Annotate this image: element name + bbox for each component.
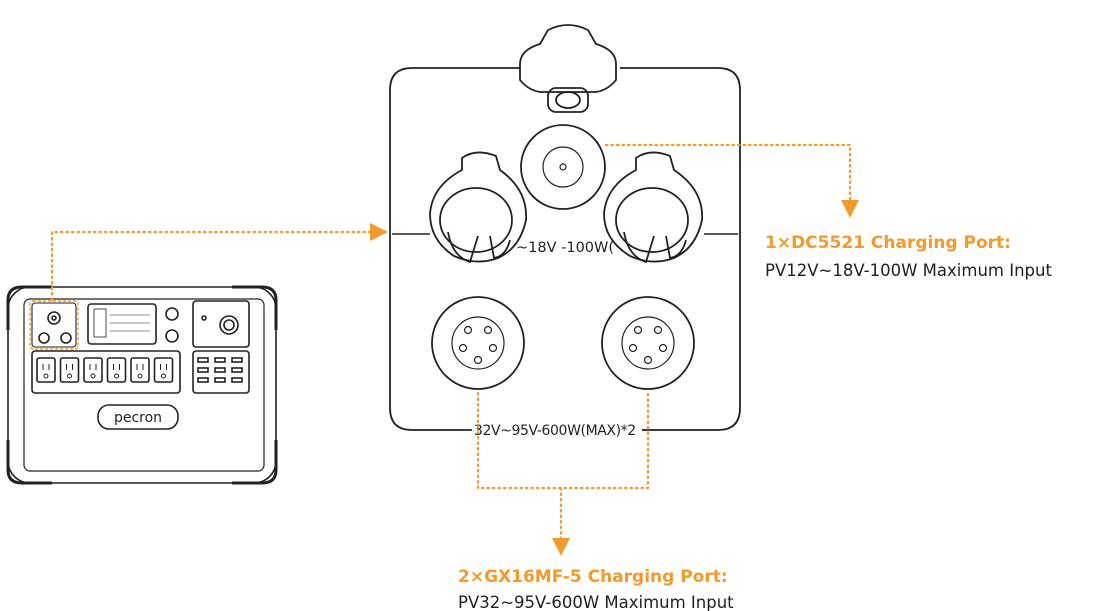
dc-callout-desc: PV12V~18V-100W Maximum Input (765, 261, 1052, 280)
power-station-body (7, 286, 277, 484)
dc-callout-title: 1×DC5521 Charging Port: (765, 233, 1011, 253)
ac-outlet-icon (83, 357, 103, 383)
ac-outlets (36, 357, 174, 383)
ac-outlet-icon (153, 357, 174, 383)
panel-dc-label: ~18V -100W( (516, 240, 614, 256)
gx-arrow-icon (552, 538, 570, 556)
right-rubber-cap (603, 151, 703, 264)
power-station (6, 285, 278, 485)
gx-callout-desc: PV32~95V-600W Maximum Input (458, 593, 734, 611)
dc-arrow-icon (841, 200, 859, 218)
ac-outlet-icon (36, 357, 56, 383)
logo-plate (97, 404, 179, 430)
gx-callout-title: 2×GX16MF-5 Charging Port: (458, 567, 728, 587)
car-port-mini (219, 315, 239, 335)
panel-gx-label: 32V~95V-600W(MAX)*2 (474, 423, 636, 439)
port-panel (389, 24, 741, 431)
power-button-mini (165, 307, 179, 321)
top-cap-connector (519, 24, 617, 113)
lcd-display (87, 303, 157, 345)
usb-panel (192, 350, 250, 394)
ac-button-mini (165, 329, 179, 343)
ac-outlet-icon (130, 357, 150, 383)
dc5521-port (520, 124, 606, 210)
input-highlight (29, 300, 79, 350)
dc-callout-line (604, 143, 852, 202)
brand-logo: pecron (114, 410, 162, 426)
ac-outlet-panel (31, 350, 181, 394)
gx16-port-left (431, 296, 525, 390)
gx-port-mini-2 (60, 332, 72, 344)
arrow-heads (370, 200, 859, 556)
gx16-port-right (601, 296, 695, 390)
left-rubber-cap (429, 151, 527, 264)
callout-connectors (50, 143, 852, 542)
panel-arrow-icon (370, 223, 388, 241)
gx-bracket-line (476, 391, 650, 490)
ac-outlet-icon (59, 357, 80, 383)
ac-outlet-icon (106, 357, 127, 383)
device-to-panel-line (50, 230, 374, 302)
dc-port-mini (47, 311, 61, 325)
gx-port-mini-1 (38, 332, 50, 344)
